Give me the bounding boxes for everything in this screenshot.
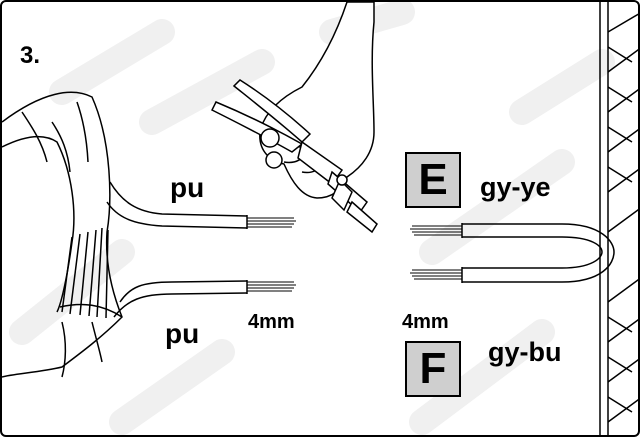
strip-length-right: 4mm (402, 311, 449, 333)
wire-color-code-e: gy-ye (480, 172, 551, 202)
cable-harness-icon (2, 91, 248, 378)
stripped-strands-left (247, 217, 296, 292)
terminal-letter-f: F (405, 341, 461, 397)
step-number: 3. (20, 42, 41, 69)
wall-plug-icon (461, 2, 638, 435)
stripped-strands-right (410, 225, 462, 280)
wire-stripper-icon (210, 79, 378, 234)
strip-length-left: 4mm (248, 311, 295, 333)
wire-label-bottom-left: pu (165, 318, 200, 349)
wire-color-code-f: gy-bu (488, 337, 562, 367)
wire-label-top-left: pu (170, 172, 205, 203)
terminal-letter-e: E (405, 152, 461, 208)
